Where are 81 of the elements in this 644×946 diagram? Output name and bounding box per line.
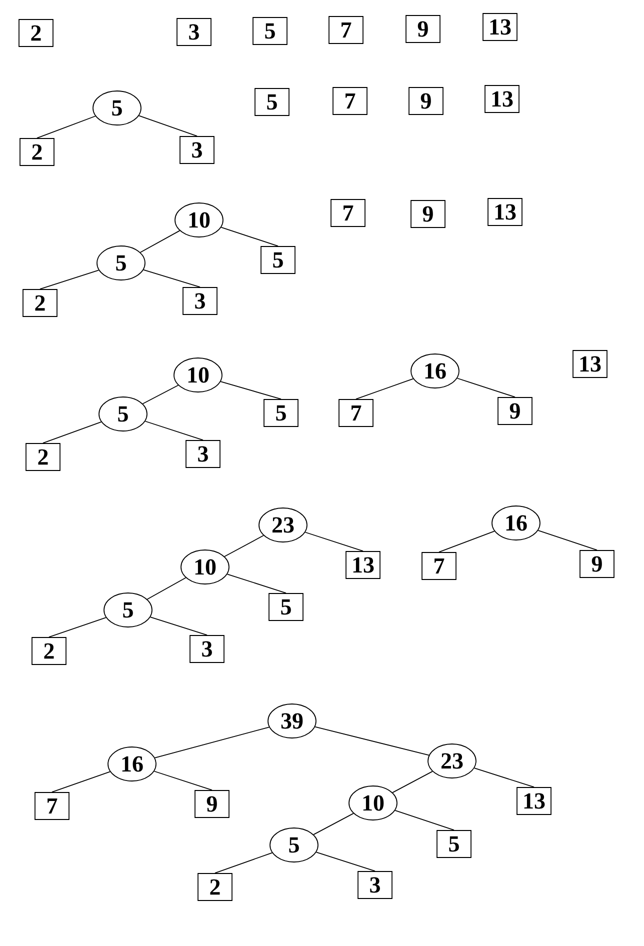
branch-line (356, 378, 414, 400)
branch-line (154, 770, 212, 790)
leaf-box: 3 (358, 871, 392, 899)
leaf-box: 13 (488, 198, 522, 226)
branch-line (154, 726, 270, 758)
branch-line (146, 577, 186, 600)
leaf-box: 9 (410, 200, 446, 228)
circle-node: 5 (92, 90, 142, 126)
branch-line (220, 381, 282, 400)
leaf-box: 5 (264, 399, 298, 427)
circle-node: 5 (104, 592, 152, 628)
branch-line (438, 530, 495, 552)
branch-line (143, 269, 200, 288)
leaf-box: 5 (436, 830, 472, 858)
leaf-box: 13 (482, 13, 518, 41)
circle-node: 5 (96, 246, 146, 280)
branch-line (144, 420, 204, 440)
circle-node: 16 (410, 354, 460, 388)
leaf-box: 7 (332, 87, 368, 115)
circle-node: 23 (428, 744, 476, 778)
circle-node: 5 (98, 396, 148, 432)
leaf-box: 7 (34, 792, 70, 820)
branch-line (224, 535, 264, 557)
leaf-box: 3 (176, 18, 212, 46)
circle-node: 16 (492, 506, 540, 540)
branch-line (474, 768, 534, 788)
leaf-box: 9 (194, 790, 230, 818)
leaf-box: 13 (572, 350, 608, 378)
leaf-box: 2 (18, 19, 54, 47)
circle-node: 10 (348, 786, 398, 820)
branch-line (392, 770, 433, 794)
leaf-box: 13 (346, 551, 380, 579)
leaf-box: 2 (26, 443, 60, 471)
circle-node: 5 (270, 828, 318, 862)
circle-node: 16 (108, 746, 156, 782)
branch-line (214, 852, 273, 874)
circle-node: 10 (174, 358, 222, 392)
leaf-box: 3 (186, 440, 220, 468)
branch-line (52, 771, 110, 792)
branch-line (394, 810, 454, 830)
leaf-box: 7 (338, 399, 374, 427)
leaf-box: 3 (182, 287, 218, 315)
leaf-box: 5 (254, 88, 290, 116)
branch-line (538, 530, 598, 550)
leaf-box: 5 (268, 593, 304, 621)
leaf-box: 13 (484, 85, 520, 113)
circle-node: 23 (258, 508, 308, 542)
circle-node: 10 (180, 550, 230, 584)
branch-line (140, 230, 180, 253)
leaf-box: 5 (260, 246, 296, 274)
leaf-box: 7 (422, 552, 456, 580)
branch-line (316, 852, 376, 872)
branch-line (220, 226, 278, 246)
leaf-box: 5 (252, 17, 288, 45)
leaf-box: 9 (406, 15, 440, 43)
branch-line (142, 384, 179, 404)
branch-line (304, 532, 364, 552)
branch-line (314, 726, 430, 756)
leaf-box: 3 (190, 635, 224, 663)
leaf-box: 2 (198, 873, 232, 901)
branch-line (40, 270, 100, 290)
circle-node: 39 (268, 704, 316, 738)
leaf-box: 9 (498, 397, 532, 425)
leaf-box: 2 (32, 637, 66, 665)
branch-line (150, 616, 208, 636)
branch-line (36, 116, 96, 138)
leaf-box: 7 (330, 199, 366, 227)
branch-line (456, 378, 516, 398)
leaf-box: 7 (328, 16, 364, 44)
leaf-box: 3 (180, 136, 214, 164)
leaf-box: 2 (22, 289, 58, 317)
circle-node: 10 (174, 202, 224, 238)
branch-line (226, 574, 286, 594)
branch-line (48, 617, 106, 638)
branch-line (42, 421, 102, 444)
branch-line (313, 812, 354, 836)
leaf-box: 9 (408, 87, 444, 115)
leaf-box: 9 (580, 550, 614, 578)
leaf-box: 13 (516, 787, 552, 815)
branch-line (138, 115, 198, 136)
leaf-box: 2 (20, 138, 54, 166)
